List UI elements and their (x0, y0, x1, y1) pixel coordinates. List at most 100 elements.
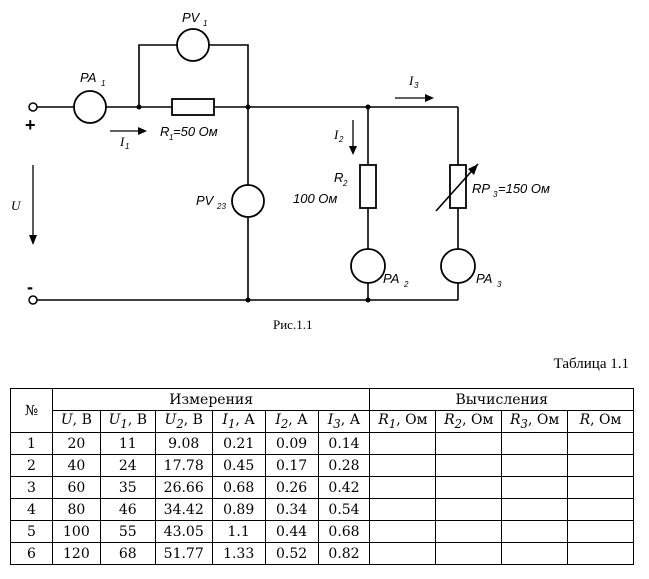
table-cell (501, 520, 569, 543)
column-header: R3, Ом (501, 410, 569, 433)
column-header: R1, Ом (369, 410, 437, 433)
column-header: U, В (51, 410, 101, 433)
column-header-subscript: 1 (388, 416, 397, 431)
table-cell: 55 (99, 520, 156, 543)
label-pa2-sub: 2 (403, 280, 409, 289)
junction-dot (245, 104, 251, 110)
table-cell: 46 (99, 498, 156, 521)
table-cell (567, 520, 634, 543)
circuit-diagram: + - PA 1 PV 1 R 1 =50 Ом PV 23 R 2 100 О… (11, 10, 550, 332)
table-cell: 35 (99, 476, 156, 499)
table-cell: 100 (51, 520, 101, 543)
table-cell (435, 498, 503, 521)
current-arrow-i1-head (138, 127, 147, 135)
table-cell (369, 520, 437, 543)
label-r1-value: =50 Ом (173, 124, 218, 139)
table-cell: 9.08 (154, 432, 213, 455)
row-number-cell: 1 (10, 432, 53, 455)
ammeter-pa2 (350, 248, 386, 284)
column-header-subscript: 2 (176, 416, 184, 431)
table-cell: 80 (51, 498, 101, 521)
table-cell: 120 (51, 542, 101, 565)
table-cell: 51.77 (154, 542, 213, 565)
label-u: U (11, 198, 22, 213)
current-arrow-i3-head (425, 94, 434, 102)
column-header: I2, А (264, 410, 319, 433)
table-cell: 43.05 (154, 520, 213, 543)
column-header: R2, Ом (435, 410, 503, 433)
column-header-symbol: R (378, 412, 389, 429)
table-cell: 0.14 (317, 432, 371, 455)
row-number-cell: 6 (10, 542, 53, 565)
voltmeter-pv1 (176, 28, 210, 62)
table-cell (567, 542, 634, 565)
label-pa3-sub: 3 (497, 280, 502, 289)
junction-dot (365, 297, 371, 303)
table-cell: 0.89 (211, 498, 266, 521)
table-cell (567, 454, 634, 477)
table-cell (435, 454, 503, 477)
table-cell (567, 432, 634, 455)
wire (138, 44, 177, 107)
column-header-unit: , В (183, 412, 203, 429)
column-header-symbol: U (108, 412, 121, 429)
table-cell: 0.21 (211, 432, 266, 455)
table-cell: 0.34 (264, 498, 319, 521)
table-cell (501, 454, 569, 477)
table-cell (567, 476, 634, 499)
label-i2-sub: 2 (338, 135, 344, 144)
label-pa1: PA (80, 70, 96, 85)
table-cell: 0.09 (264, 432, 319, 455)
label-i1: I (119, 134, 125, 149)
label-r2: R (334, 170, 343, 185)
table-cell (501, 432, 569, 455)
table-cell (369, 498, 437, 521)
label-r2-sub: 2 (342, 179, 348, 188)
figure-caption: Рис.1.1 (273, 317, 312, 332)
col-number-header: № (10, 388, 53, 433)
label-rp3-sub: 3 (493, 190, 498, 199)
column-header-subscript: 2 (454, 416, 463, 431)
label-i1-sub: 1 (125, 142, 129, 151)
column-header-subscript: 1 (227, 416, 236, 431)
ammeter-pa3 (440, 248, 476, 284)
plus-sign: + (25, 115, 36, 135)
column-header-symbol: U (60, 412, 73, 429)
row-number-cell: 2 (10, 454, 53, 477)
terminal-plus (28, 102, 38, 112)
table-title: Таблица 1.1 (553, 356, 629, 372)
label-i3-sub: 3 (414, 81, 419, 90)
junction-dot (245, 297, 251, 303)
table-cell: 20 (51, 432, 101, 455)
junction-dot (365, 104, 371, 110)
label-pa2: PA (383, 271, 399, 286)
label-rp3-value: =150 Ом (498, 181, 550, 196)
current-arrow-i2-head (349, 146, 357, 155)
table-cell: 0.52 (264, 542, 319, 565)
table-cell: 34.42 (154, 498, 213, 521)
junction-dot (136, 104, 142, 110)
column-header-symbol: R (579, 412, 591, 429)
table-cell: 11 (99, 432, 156, 455)
column-header-symbol: R (509, 412, 521, 429)
table-cell: 0.82 (317, 542, 371, 565)
label-pv1-sub: 1 (203, 19, 207, 28)
label-pv23: PV (196, 193, 215, 208)
table-cell (369, 454, 437, 477)
row-number-cell: 4 (10, 498, 53, 521)
table-cell (435, 432, 503, 455)
table-cell: 0.44 (264, 520, 319, 543)
table-cell (567, 498, 634, 521)
label-r1: R (160, 124, 169, 139)
table-cell (501, 498, 569, 521)
column-header-unit: , Ом (396, 412, 428, 429)
terminal-minus (28, 295, 38, 305)
label-pa3: PA (476, 271, 492, 286)
column-header-symbol: I (327, 412, 334, 429)
label-r2-value: 100 Ом (293, 191, 337, 206)
rheostat-arrow-head (468, 164, 478, 175)
column-header-unit: , А (235, 412, 255, 429)
